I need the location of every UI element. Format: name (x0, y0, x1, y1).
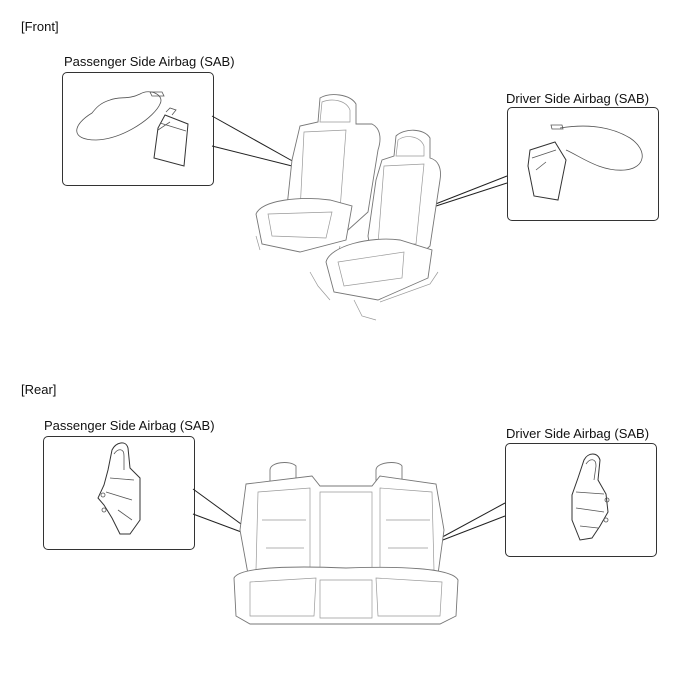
rear-passenger-airbag-label: Passenger Side Airbag (SAB) (44, 418, 215, 433)
front-driver-airbag-module-icon (527, 124, 643, 201)
front-driver-airbag-label: Driver Side Airbag (SAB) (506, 91, 650, 106)
front-section-label: [Front] (21, 19, 59, 34)
front-passenger-airbag-module-icon (76, 91, 189, 167)
front-seats-illustration (255, 94, 441, 321)
rear-driver-airbag-module-icon (571, 453, 610, 541)
front-passenger-airbag-callout (62, 72, 214, 186)
rear-seat-illustration (233, 462, 459, 625)
front-passenger-airbag-label: Passenger Side Airbag (SAB) (64, 54, 235, 69)
rear-passenger-airbag-module-icon (97, 442, 141, 535)
rear-section-label: [Rear] (21, 382, 57, 397)
rear-driver-airbag-label: Driver Side Airbag (SAB) (506, 426, 650, 441)
